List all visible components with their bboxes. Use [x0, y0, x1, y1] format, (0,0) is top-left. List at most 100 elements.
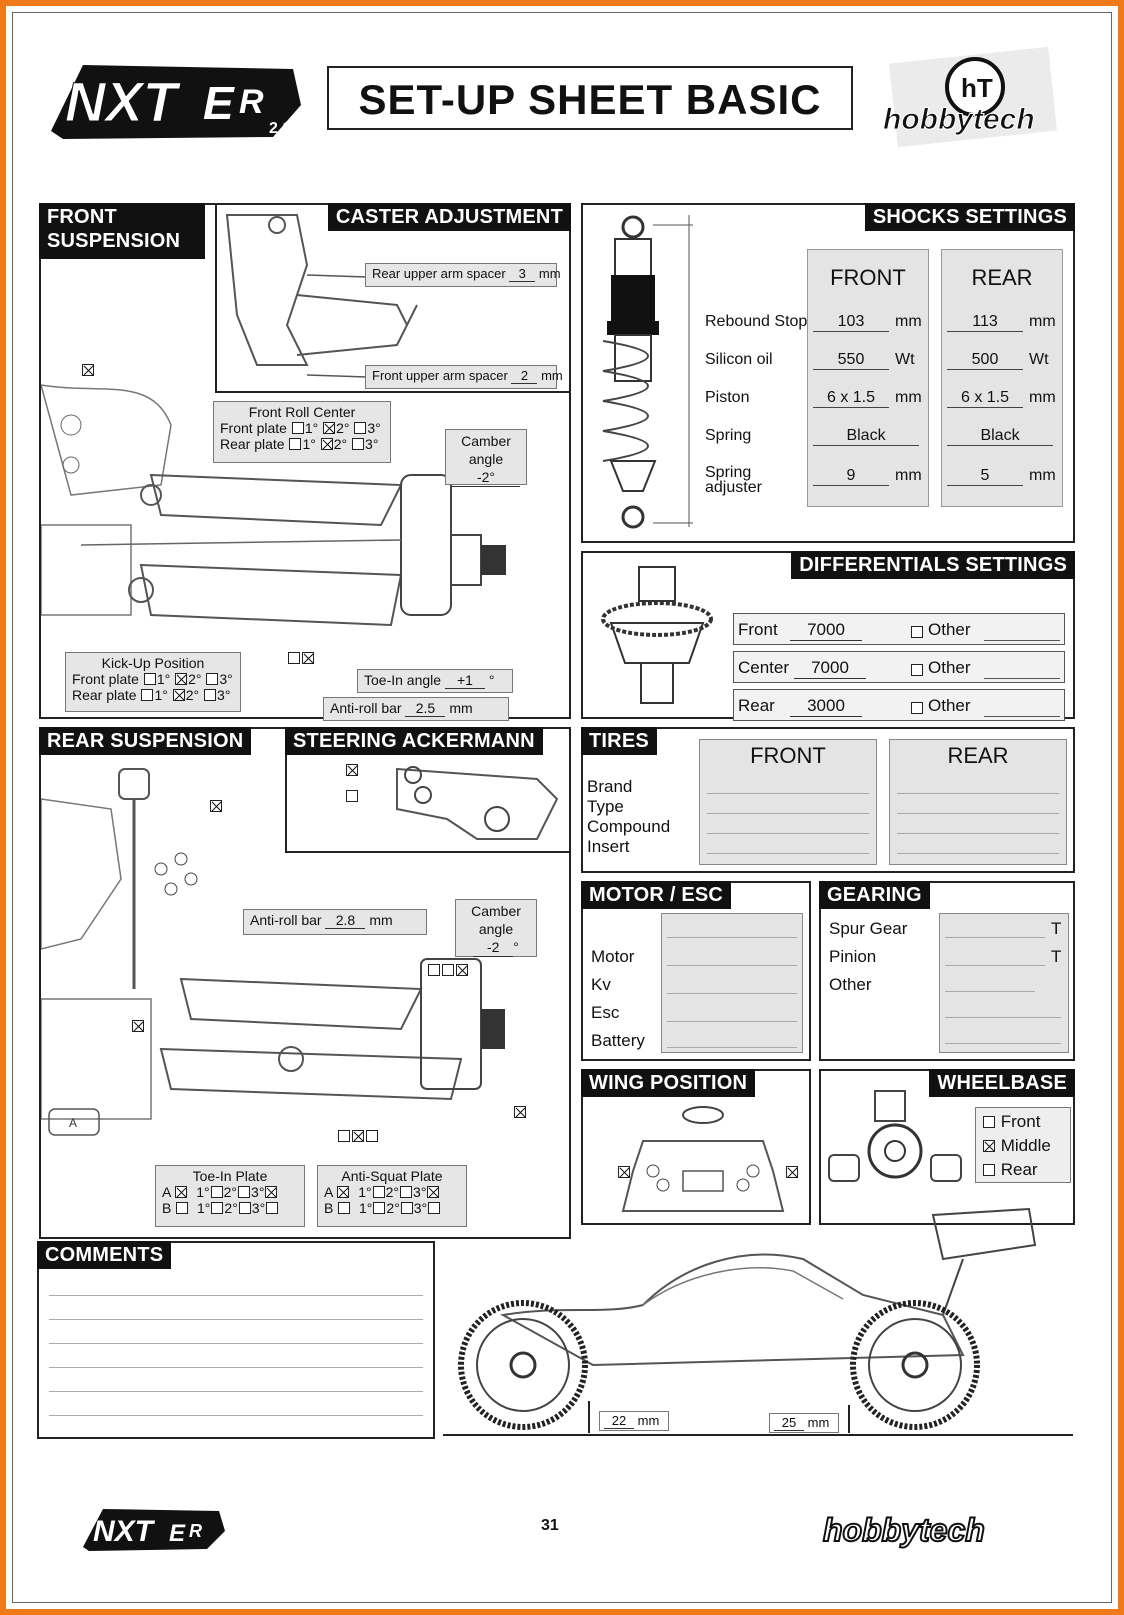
rear-hub-checkbox[interactable]: [513, 1105, 527, 1120]
rear-toe-2-checkbox[interactable]: [352, 1130, 364, 1142]
wing-right-checkbox[interactable]: [785, 1165, 799, 1180]
tires-rear-compound-input[interactable]: [897, 833, 1059, 834]
comments-line-5[interactable]: [49, 1391, 423, 1392]
diff-rear-other-line[interactable]: [984, 716, 1060, 717]
diff-rear-value[interactable]: 3000: [790, 696, 862, 717]
anti-squat-b-checkbox[interactable]: [338, 1202, 351, 1214]
diff-front-other-checkbox[interactable]: [911, 626, 923, 638]
shock-piston-rear[interactable]: 6 x 1.5: [947, 389, 1023, 408]
rear-plate-1-checkbox[interactable]: [289, 438, 302, 450]
diff-center-other-checkbox[interactable]: [911, 664, 923, 676]
rear-toe-3-checkbox[interactable]: [366, 1130, 378, 1142]
tires-front-type-input[interactable]: [707, 813, 869, 814]
rear-ride-height-value[interactable]: 25: [774, 1415, 804, 1431]
shock-adjuster-front[interactable]: 9: [813, 467, 889, 486]
toe-in-b-1-checkbox[interactable]: [211, 1202, 224, 1214]
diff-front-other-line[interactable]: [984, 640, 1060, 641]
motor-top-input[interactable]: [667, 937, 797, 938]
front-plate-3-checkbox[interactable]: [354, 422, 367, 434]
rear-spacer-value[interactable]: 3: [509, 266, 536, 282]
front-antiroll-value[interactable]: 2.5: [405, 700, 446, 717]
rear-plate-2-checkbox[interactable]: [320, 438, 333, 450]
diff-rear-other-checkbox[interactable]: [911, 702, 923, 714]
wheelbase-middle-checkbox[interactable]: [983, 1140, 995, 1152]
esc-input[interactable]: [667, 1021, 797, 1022]
anti-squat-a-checkbox[interactable]: [337, 1186, 350, 1198]
front-toe-in-value[interactable]: +1: [444, 672, 485, 689]
tires-rear-type-input[interactable]: [897, 813, 1059, 814]
comments-line-2[interactable]: [49, 1319, 423, 1320]
front-plate-1-checkbox[interactable]: [291, 422, 304, 434]
rear-camber-value[interactable]: -2: [473, 938, 514, 957]
rear-camber-2-checkbox[interactable]: [442, 964, 454, 976]
shock-rebound-rear[interactable]: 113: [947, 313, 1023, 332]
front-plate-2-checkbox[interactable]: [323, 422, 336, 434]
kickup-front-3-checkbox[interactable]: [206, 673, 219, 685]
rear-upper-link-checkbox[interactable]: [209, 799, 223, 814]
toe-in-a-1-checkbox[interactable]: [210, 1186, 223, 1198]
diff-center-other-line[interactable]: [984, 678, 1060, 679]
wing-left-checkbox[interactable]: [617, 1165, 631, 1180]
front-toe-b-checkbox[interactable]: [302, 652, 314, 664]
tires-rear-insert-input[interactable]: [897, 853, 1059, 854]
spur-gear-input[interactable]: [945, 937, 1045, 938]
shock-spring-rear[interactable]: Black: [947, 427, 1053, 446]
kickup-rear-1-checkbox[interactable]: [141, 689, 154, 701]
rear-lower-link-checkbox[interactable]: [131, 1019, 145, 1034]
wheelbase-middle-option[interactable]: Middle: [982, 1134, 1064, 1158]
toe-in-b-3-checkbox[interactable]: [266, 1202, 279, 1214]
diff-front-value[interactable]: 7000: [790, 620, 862, 641]
wheelbase-rear-checkbox[interactable]: [983, 1164, 995, 1176]
diff-center-value[interactable]: 7000: [794, 658, 866, 679]
gearing-extra-input-1[interactable]: [945, 1017, 1061, 1018]
toe-in-a-checkbox[interactable]: [175, 1186, 188, 1198]
kickup-front-2-checkbox[interactable]: [175, 673, 188, 685]
anti-squat-b-3-checkbox[interactable]: [428, 1202, 441, 1214]
anti-squat-b-1-checkbox[interactable]: [373, 1202, 386, 1214]
ackermann-1-checkbox[interactable]: [345, 763, 359, 778]
kickup-rear-3-checkbox[interactable]: [204, 689, 217, 701]
anti-squat-b-2-checkbox[interactable]: [400, 1202, 413, 1214]
anti-squat-a-1-checkbox[interactable]: [372, 1186, 385, 1198]
battery-input[interactable]: [667, 1047, 797, 1048]
kickup-front-1-checkbox[interactable]: [143, 673, 156, 685]
tires-front-insert-input[interactable]: [707, 853, 869, 854]
tires-front-compound-input[interactable]: [707, 833, 869, 834]
toe-in-a-3-checkbox[interactable]: [265, 1186, 278, 1198]
shock-rebound-front[interactable]: 103: [813, 313, 889, 332]
rear-camber-1-checkbox[interactable]: [428, 964, 440, 976]
toe-in-b-checkbox[interactable]: [176, 1202, 189, 1214]
kv-input[interactable]: [667, 993, 797, 994]
tires-rear-brand-input[interactable]: [897, 793, 1059, 794]
front-link-checkbox[interactable]: [81, 363, 95, 378]
kickup-rear-2-checkbox[interactable]: [172, 689, 185, 701]
anti-squat-a-3-checkbox[interactable]: [427, 1186, 440, 1198]
front-ride-height-value[interactable]: 22: [604, 1413, 634, 1429]
ackermann-2-checkbox[interactable]: [345, 789, 359, 804]
wheelbase-front-option[interactable]: Front: [982, 1110, 1064, 1134]
tires-front-brand-input[interactable]: [707, 793, 869, 794]
rear-toe-1-checkbox[interactable]: [338, 1130, 350, 1142]
front-spacer-value[interactable]: 2: [511, 368, 538, 384]
wheelbase-rear-option[interactable]: Rear: [982, 1158, 1064, 1182]
shock-spring-front[interactable]: Black: [813, 427, 919, 446]
comments-line-4[interactable]: [49, 1367, 423, 1368]
rear-camber-3-checkbox[interactable]: [456, 964, 468, 976]
motor-input[interactable]: [667, 965, 797, 966]
comments-line-3[interactable]: [49, 1343, 423, 1344]
toe-in-a-2-checkbox[interactable]: [238, 1186, 251, 1198]
anti-squat-a-2-checkbox[interactable]: [400, 1186, 413, 1198]
pinion-input[interactable]: [945, 965, 1045, 966]
shock-oil-front[interactable]: 550: [813, 351, 889, 370]
shock-adjuster-rear[interactable]: 5: [947, 467, 1023, 486]
comments-line-6[interactable]: [49, 1415, 423, 1416]
comments-line-1[interactable]: [49, 1295, 423, 1296]
front-toe-a-checkbox[interactable]: [288, 652, 300, 664]
rear-plate-3-checkbox[interactable]: [352, 438, 365, 450]
toe-in-b-2-checkbox[interactable]: [238, 1202, 251, 1214]
gearing-other-input[interactable]: [945, 991, 1035, 992]
shock-piston-front[interactable]: 6 x 1.5: [813, 389, 889, 408]
gearing-extra-input-2[interactable]: [945, 1043, 1061, 1044]
shock-oil-rear[interactable]: 500: [947, 351, 1023, 370]
rear-antiroll-value[interactable]: 2.8: [325, 912, 366, 929]
